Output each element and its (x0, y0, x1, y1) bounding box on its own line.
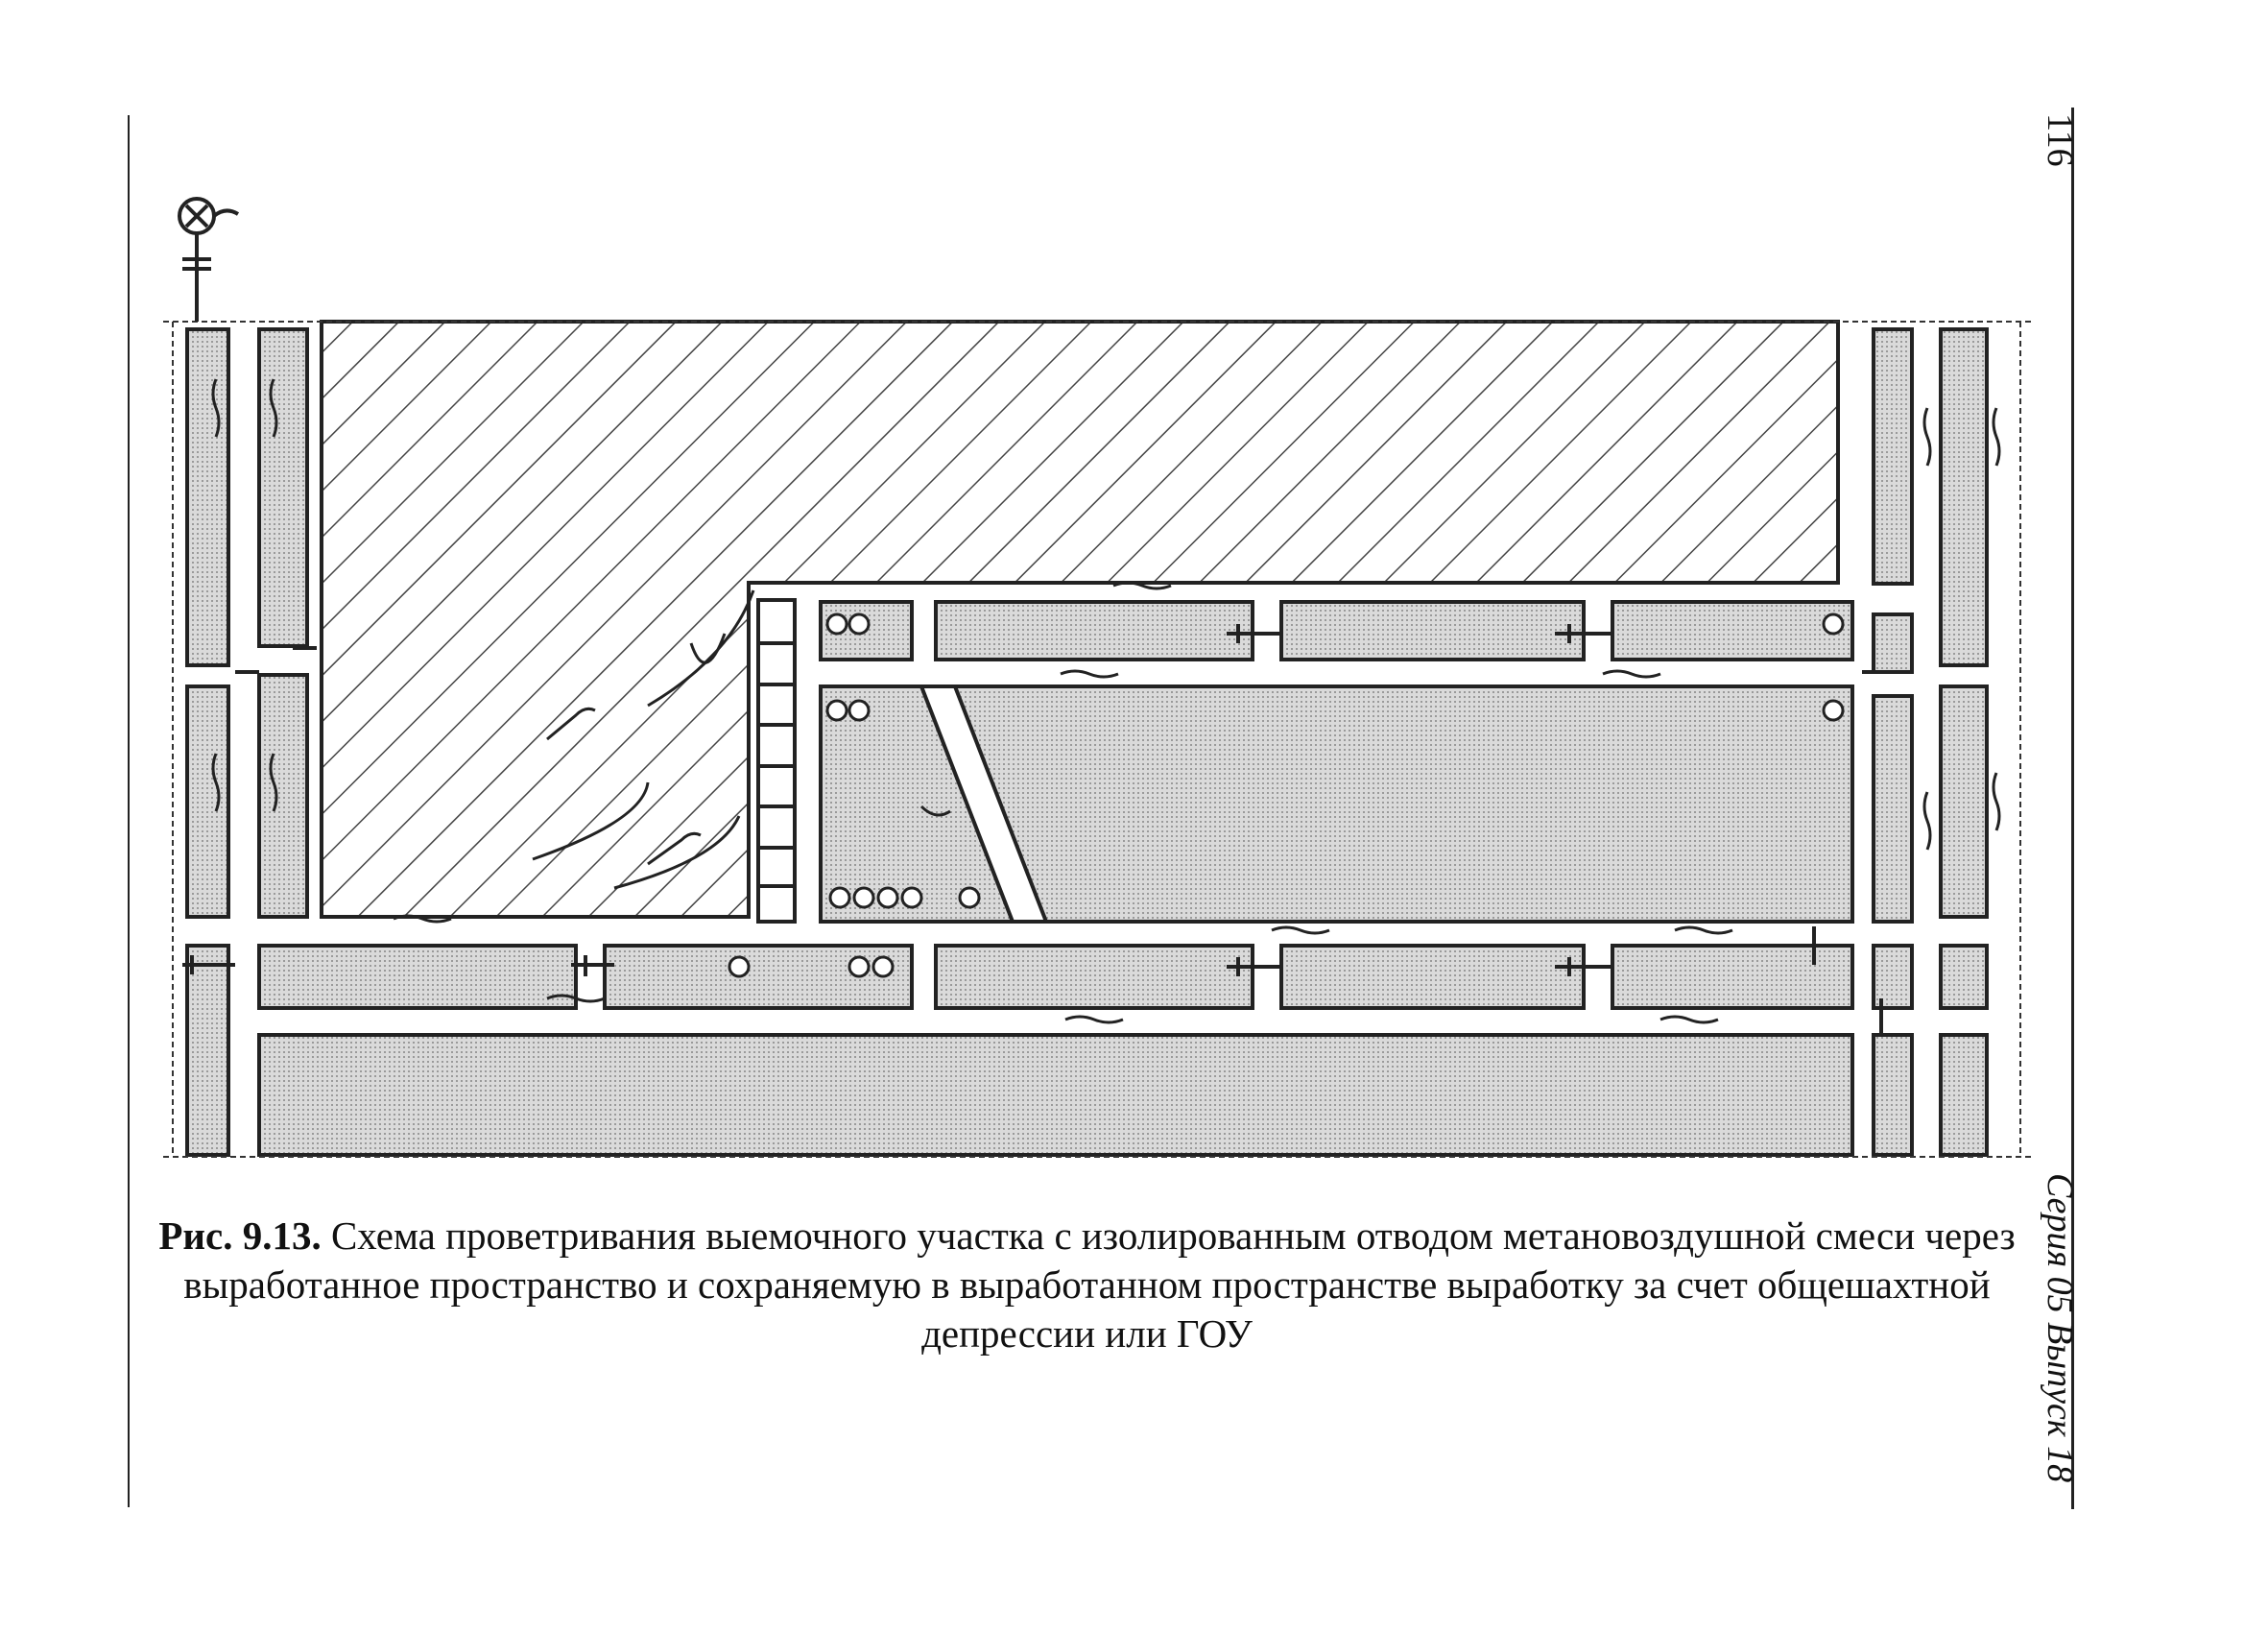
pillar-right-b (1939, 327, 1989, 667)
pillar-bottom-r1 (1872, 1033, 1914, 1157)
pillar-lower-5 (1611, 944, 1854, 1010)
fan-icon (178, 197, 240, 322)
margin-rule-right (2071, 108, 2074, 1509)
pillar-left-b (185, 684, 230, 919)
figure-caption: Рис. 9.13. Схема проветривания выемочног… (149, 1212, 2025, 1358)
ventilation-door-icon (182, 624, 1910, 1037)
pillar-right-e (1872, 694, 1914, 924)
air-flow-arrow-icon (211, 378, 2001, 1024)
pillar-lower-4 (1279, 944, 1586, 1010)
caption-text: Схема проветривания выемочного участка с… (183, 1213, 2016, 1356)
roadway-edges (163, 321, 2035, 1158)
preserved-roadway (919, 684, 1049, 924)
pillar-right-d (1939, 684, 1989, 919)
pillar-upper-2 (934, 600, 1254, 661)
pillar-bottom-main (257, 1033, 1854, 1157)
coal-pillars (185, 327, 1989, 1157)
pillar-upper-3 (1279, 600, 1586, 661)
page-number: 116 (2040, 113, 2080, 167)
pillar-upper-4 (1611, 600, 1854, 661)
pillar-lower-7 (1939, 944, 1989, 1010)
pillar-bottom-r2 (1939, 1033, 1989, 1157)
ventilation-scheme-diagram (163, 197, 2035, 1158)
crib-supports (756, 598, 797, 924)
series-label: Серия 05 Выпуск 18 (2040, 1173, 2080, 1483)
pillar-lower-1 (257, 944, 578, 1010)
pillar-right-c (1872, 612, 1914, 674)
pillar-lower-6 (1872, 944, 1914, 1010)
pillar-bottom-left (185, 944, 230, 1157)
isolation-curves (532, 589, 755, 890)
pillar-left-c (257, 327, 309, 648)
gas-outlet-icon (728, 612, 1845, 978)
margin-rule-left (128, 115, 130, 1507)
pillar-lower-3 (934, 944, 1254, 1010)
pillar-left-d (257, 673, 309, 919)
pillar-left-a (185, 327, 230, 667)
pillar-lower-2 (603, 944, 914, 1010)
pillar-right-a (1872, 327, 1914, 586)
caption-label: Рис. 9.13. (158, 1213, 322, 1258)
